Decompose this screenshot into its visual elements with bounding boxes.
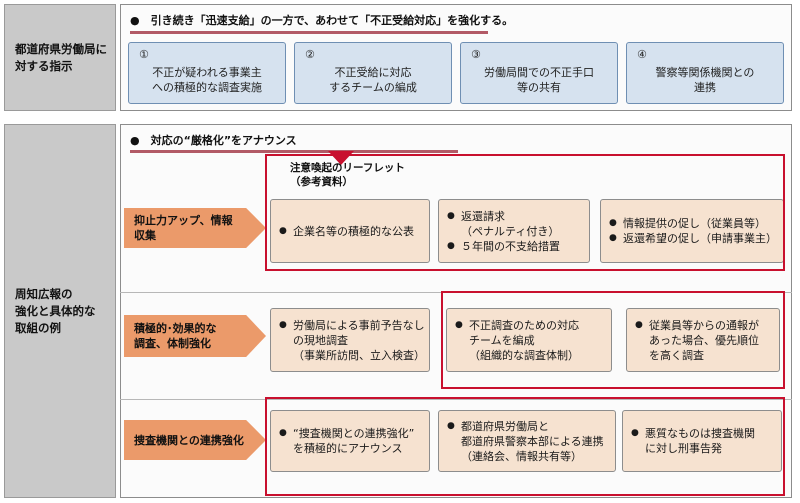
measure-item: 従業員等からの通報が あった場合、優先順位 を高く調査	[635, 318, 759, 363]
measure-item: 企業名等の積極的な公表	[279, 224, 414, 239]
bottom-side-label: 周知広報の 強化と具体的な 取組の例	[4, 124, 116, 498]
highlight-frame-leaflet	[265, 154, 785, 271]
measure-box: 都道府県労働局と 都道府県警察本部による連携 （連絡会、情報共有等）	[438, 410, 616, 472]
measure-item: 情報提供の促し（従業員等）	[609, 216, 777, 231]
measure-box: “捜査機関との連携強化” を積極的にアナウンス	[270, 410, 430, 472]
instruction-box-2: ② 不正受給に対応 するチームの編成	[294, 42, 452, 104]
measure-item: 都道府県労働局と 都道府県警察本部による連携 （連絡会、情報共有等）	[447, 419, 604, 464]
instruction-text: 不正受給に対応 するチームの編成	[329, 66, 417, 94]
instruction-number: ④	[637, 48, 647, 61]
instruction-text: 不正が疑われる事業主 への積極的な調査実施	[152, 66, 262, 94]
measure-box: 労働局による事前予告なし の現地調査 （事業所訪問、立入検査）	[270, 308, 430, 372]
measure-box: 従業員等からの通報が あった場合、優先順位 を高く調査	[626, 308, 780, 372]
top-heading-underline	[130, 31, 488, 34]
instruction-text: 労働局間での不正手口 等の共有	[484, 66, 594, 94]
row-label-deterrence: 抑止力アップ、情報 収集	[124, 208, 266, 248]
highlight-frame-team	[441, 291, 785, 389]
measure-item: 悪質なものは捜査機関 に対し刑事告発	[631, 426, 755, 456]
instruction-box-4: ④ 警察等関係機関との 連携	[626, 42, 784, 104]
leaflet-label: 注意喚起のリーフレット （参考資料）	[290, 162, 405, 188]
bottom-heading-underline	[130, 150, 458, 153]
top-heading: ● 引き続き「迅速支給」の一方で、あわせて「不正受給対応」を強化する。	[130, 14, 514, 27]
instruction-number: ①	[139, 48, 149, 61]
measure-box: 企業名等の積極的な公表	[270, 199, 430, 263]
bottom-heading: ● 対応の“厳格化”をアナウンス	[130, 134, 297, 147]
instruction-box-1: ① 不正が疑われる事業主 への積極的な調査実施	[128, 42, 286, 104]
row-divider	[120, 399, 792, 400]
measure-box: 情報提供の促し（従業員等） 返還希望の促し（申請事業主）	[600, 199, 784, 263]
row-label-police-coordination: 捜査機関との連携強化	[124, 420, 266, 460]
measure-item: 返還請求 （ペナルティ付き）	[447, 209, 560, 239]
measure-item: ５年間の不支給措置	[447, 239, 560, 254]
measure-item: 不正調査のための対応 チームを編成 （組織的な調査体制）	[455, 318, 579, 363]
instruction-text: 警察等関係機関との 連携	[655, 66, 755, 94]
measure-box: 不正調査のための対応 チームを編成 （組織的な調査体制）	[446, 308, 612, 372]
highlight-frame-police	[265, 397, 785, 496]
instruction-number: ②	[305, 48, 315, 61]
top-side-label: 都道府県労働局に 対する指示	[4, 4, 116, 111]
instruction-box-3: ③ 労働局間での不正手口 等の共有	[460, 42, 618, 104]
measure-box: 悪質なものは捜査機関 に対し刑事告発	[622, 410, 782, 472]
measure-item: “捜査機関との連携強化” を積極的にアナウンス	[279, 426, 414, 456]
measure-item: 返還希望の促し（申請事業主）	[609, 231, 777, 246]
row-label-investigation: 積極的･効果的な 調査、体制強化	[124, 315, 266, 357]
instruction-number: ③	[471, 48, 481, 61]
measure-item: 労働局による事前予告なし の現地調査 （事業所訪問、立入検査）	[279, 318, 425, 363]
measure-box: 返還請求 （ペナルティ付き） ５年間の不支給措置	[438, 199, 590, 263]
